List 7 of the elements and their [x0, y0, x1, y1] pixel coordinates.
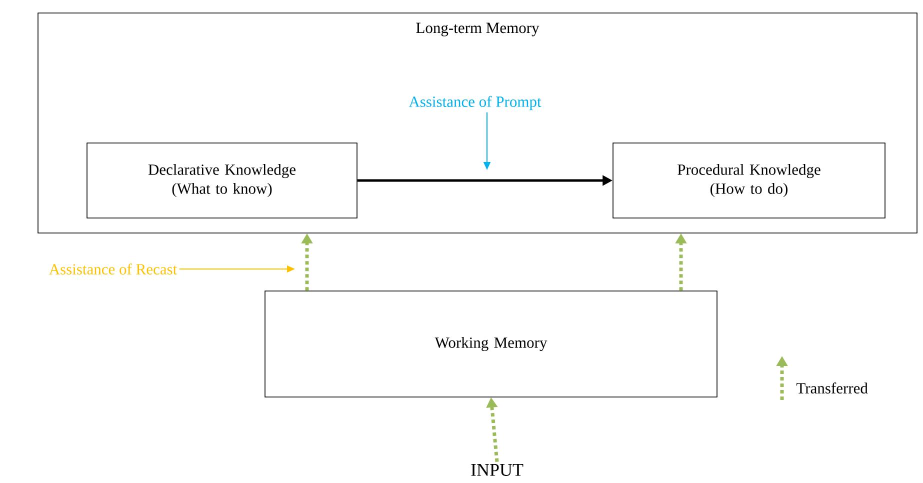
legend-label: Transferred — [796, 382, 868, 394]
label-text: Assistance of Recast — [49, 263, 178, 275]
process-box: Procedural Knowledge (How to do) — [612, 142, 886, 218]
process-box: Working Memory — [264, 290, 718, 398]
label-text: Assistance of Prompt — [408, 96, 542, 110]
process-box: Declarative Knowledge (What to know) — [86, 142, 358, 218]
label-text: INPUT — [471, 464, 524, 476]
